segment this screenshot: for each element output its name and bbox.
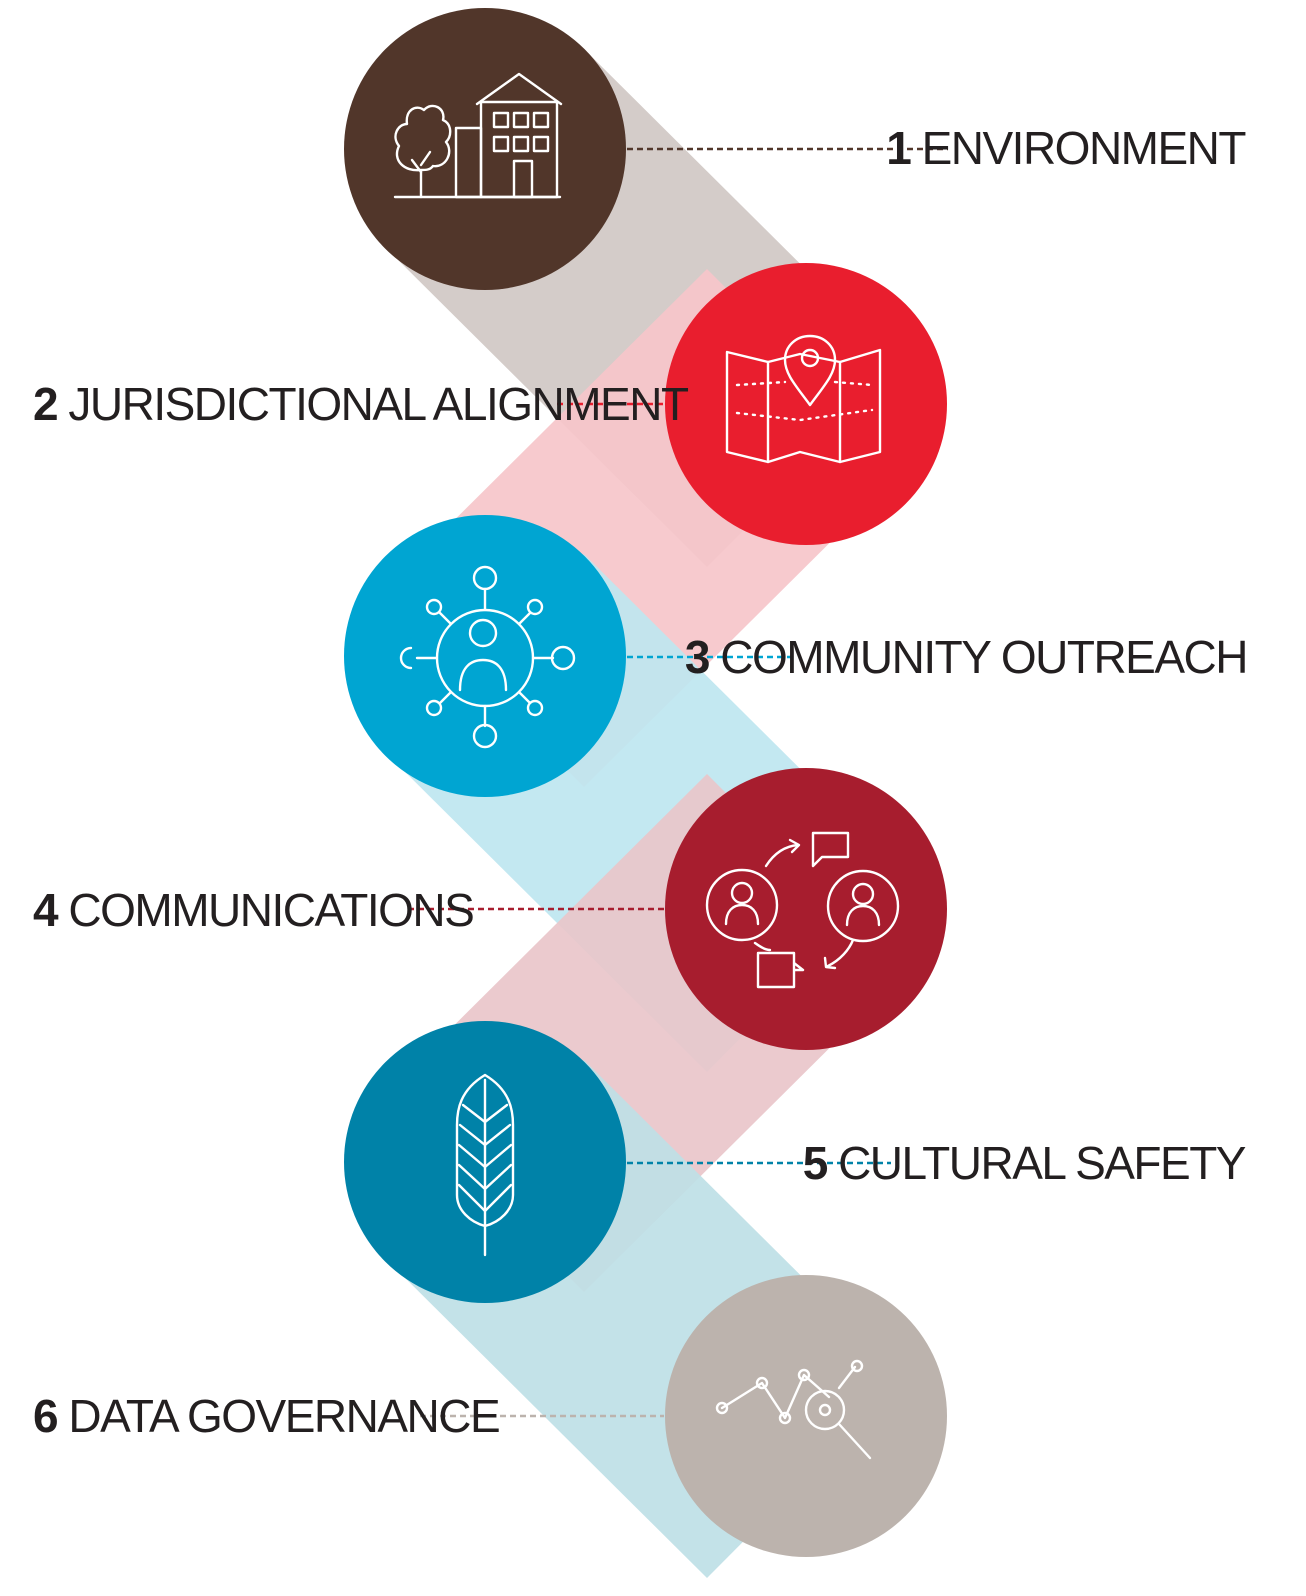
step-6-number: 6 — [33, 1390, 68, 1442]
step-6-label: 6 DATA GOVERNANCE — [33, 1390, 499, 1442]
step-4-label: 4 COMMUNICATIONS — [33, 884, 473, 936]
step-5-title: CULTURAL SAFETY — [838, 1137, 1246, 1189]
step-1-title: ENVIRONMENT — [922, 122, 1247, 174]
step-2-label: 2 JURISDICTIONAL ALIGNMENT — [33, 378, 689, 430]
network-person-icon — [399, 565, 576, 749]
buildings-tree-icon — [393, 72, 563, 199]
step-2-circle — [665, 263, 947, 545]
step-5-label: 5 CULTURAL SAFETY — [803, 1137, 1246, 1189]
data-analytics-icon — [715, 1359, 872, 1460]
step-4-title: COMMUNICATIONS — [68, 884, 473, 936]
step-3-title: COMMUNITY OUTREACH — [720, 631, 1247, 683]
conversation-cycle-icon — [705, 831, 900, 989]
map-pin-icon — [725, 334, 882, 464]
step-5-number: 5 — [803, 1137, 838, 1189]
step-1-label: 1 ENVIRONMENT — [886, 122, 1246, 174]
step-4-circle — [665, 768, 947, 1050]
wheat-leaf-icon — [455, 1073, 515, 1257]
step-3-circle — [344, 515, 626, 797]
step-3-number: 3 — [685, 631, 720, 683]
step-2-title: JURISDICTIONAL ALIGNMENT — [68, 378, 689, 430]
step-1-circle — [344, 8, 626, 290]
step-2-number: 2 — [33, 378, 68, 430]
step-6-title: DATA GOVERNANCE — [68, 1390, 499, 1442]
step-4-number: 4 — [33, 884, 68, 936]
step-3-label: 3 COMMUNITY OUTREACH — [685, 631, 1247, 683]
step-1-number: 1 — [886, 122, 921, 174]
